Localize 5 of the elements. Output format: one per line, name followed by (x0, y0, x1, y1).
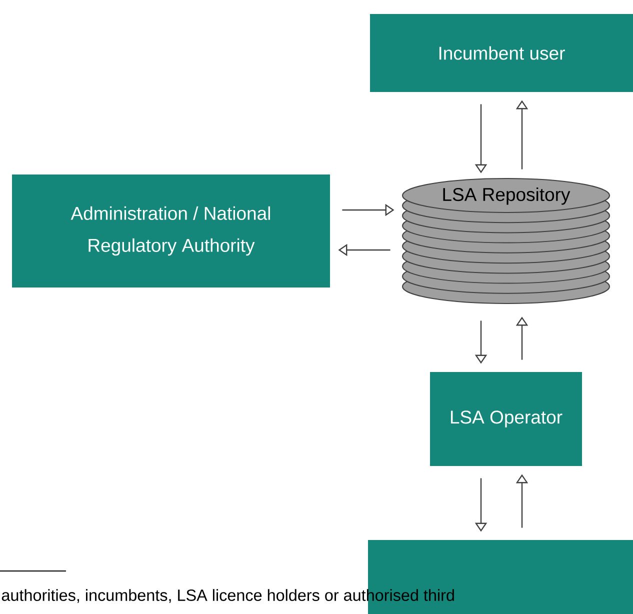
process-box: LSA Operator (430, 372, 582, 466)
process-box: Administration / National Regulatory Authority (12, 174, 330, 288)
node-label: LSA Repository (443, 187, 570, 205)
disk-stack: LSA Repository (402, 178, 610, 304)
process-box: Incumbent user (370, 14, 633, 92)
